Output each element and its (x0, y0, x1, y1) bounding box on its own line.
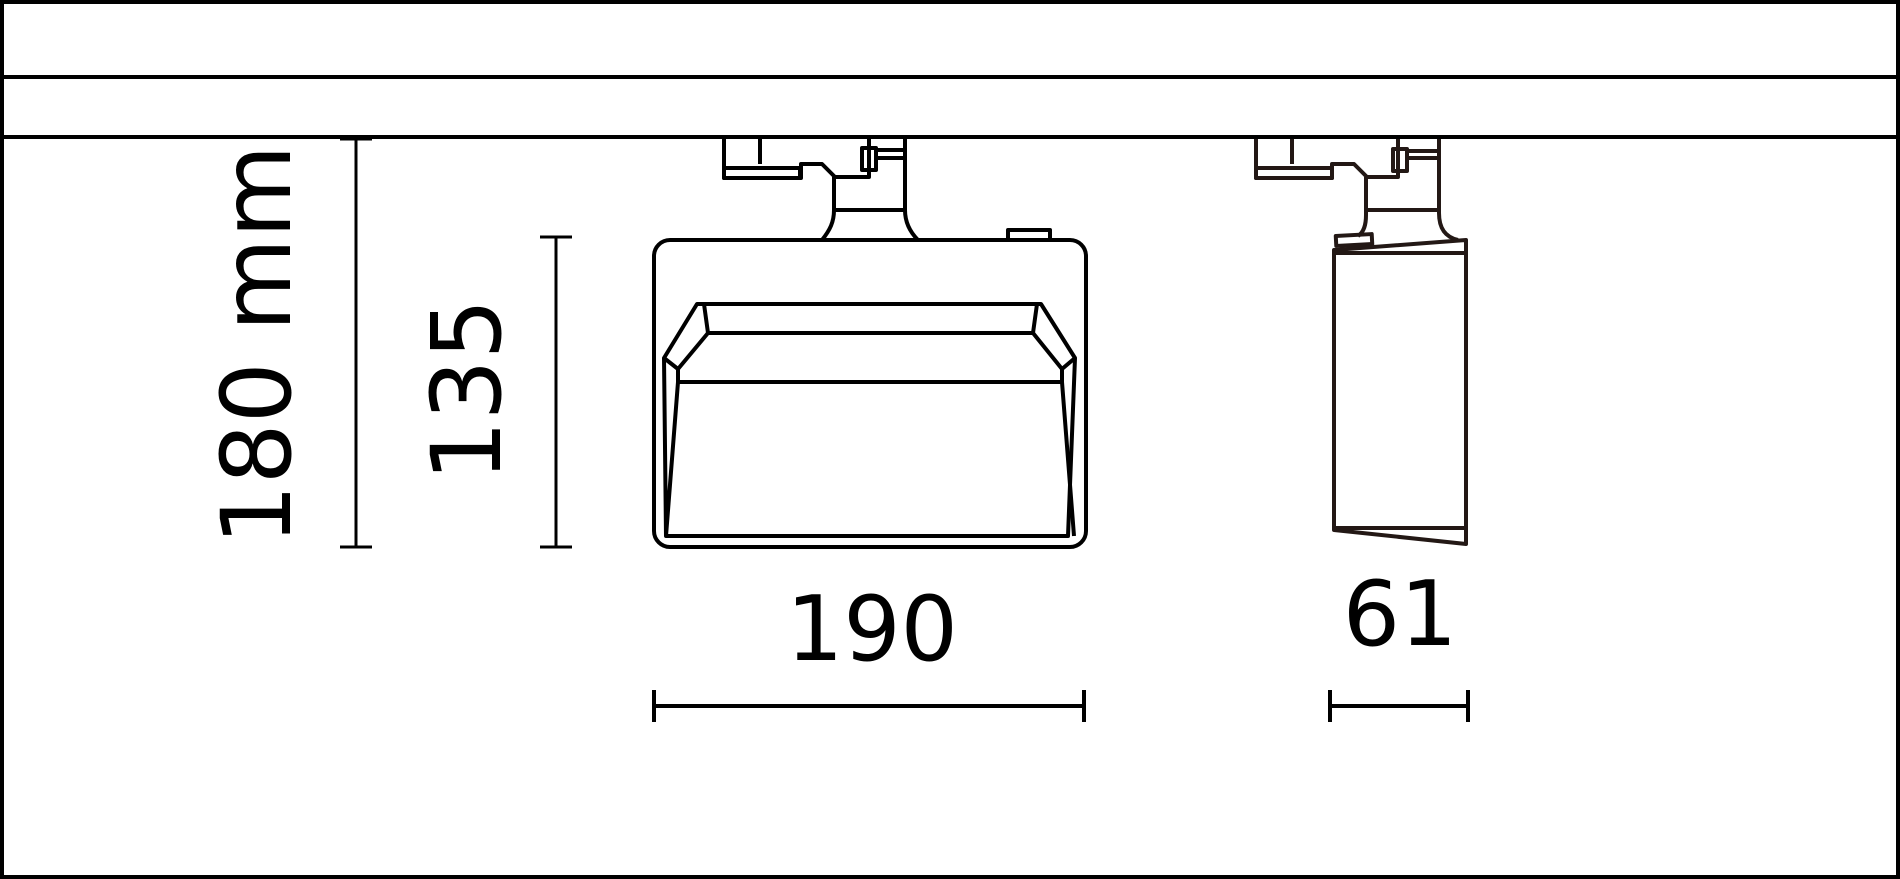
front-width-dimension-line (652, 690, 1086, 722)
total-height-label: 180 mm (201, 145, 313, 546)
body-height-dimension-line (540, 235, 572, 549)
side-depth-label: 61 (1343, 562, 1458, 667)
side-depth-dimension-line (1328, 690, 1470, 722)
total-height-dimension-line (340, 137, 372, 549)
track-rail (0, 75, 1900, 139)
front-width-label: 190 (786, 577, 958, 682)
side-view-fixture (1254, 139, 1468, 546)
body-height-label: 135 (411, 298, 523, 481)
front-view-fixture (652, 139, 1088, 549)
